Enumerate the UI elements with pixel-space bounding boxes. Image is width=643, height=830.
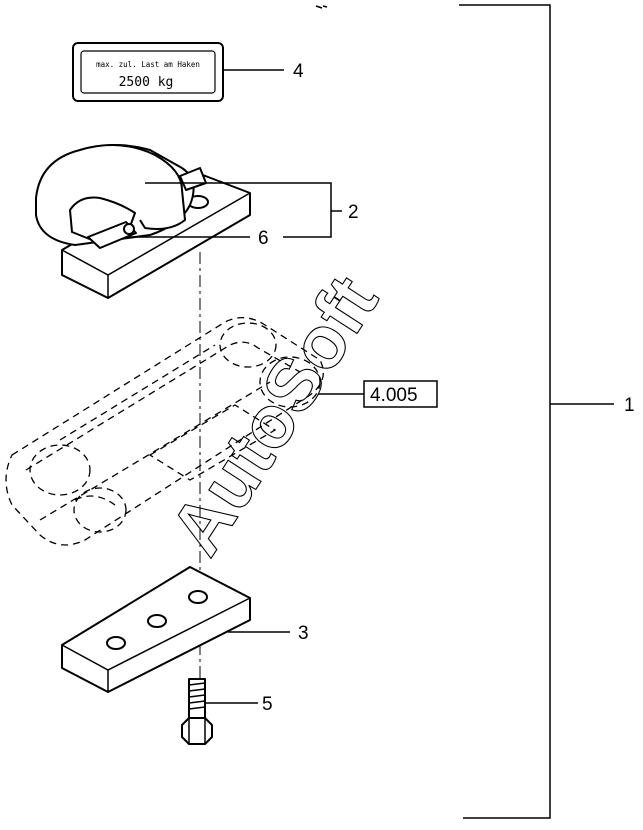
tow-hook	[35, 144, 251, 299]
track-link-ghost	[5, 317, 324, 546]
ref-box	[363, 380, 438, 408]
svg-text:AutoSoft: AutoSoft	[154, 262, 394, 569]
callout-2: 2	[348, 202, 359, 223]
bracket-assembly	[459, 4, 614, 819]
watermark: AutoSoft	[153, 261, 394, 569]
load-plate-line1: max. zul. Last am Haken	[96, 60, 200, 69]
callout-3: 3	[298, 623, 309, 644]
callout-4: 4	[293, 61, 304, 82]
callout-1: 1	[624, 395, 635, 416]
load-plate-line2: 2500 kg	[119, 75, 174, 90]
callout-ref: 4.005	[370, 385, 418, 406]
callout-6: 6	[258, 228, 269, 249]
load-plate: max. zul. Last am Haken 2500 kg	[72, 42, 224, 102]
bolt	[181, 678, 213, 745]
top-mark	[315, 5, 328, 9]
backing-plate	[61, 566, 251, 693]
callout-5: 5	[262, 694, 273, 715]
